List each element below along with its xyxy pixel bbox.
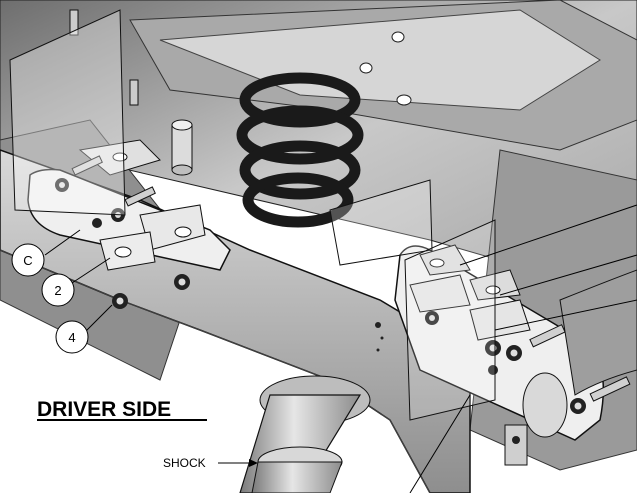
- mounting-post: [69, 9, 193, 176]
- callout-2: 2: [41, 273, 75, 307]
- left-bracket-assembly: [27, 139, 231, 309]
- leader-lines: [44, 204, 637, 493]
- shock-label: SHOCK: [163, 456, 206, 470]
- callout-c-label: C: [23, 253, 32, 268]
- exhaust-pipe: [522, 269, 637, 438]
- shock-absorber: [239, 375, 371, 493]
- callout-2-label: 2: [54, 283, 61, 298]
- reference-planes: [9, 9, 496, 421]
- shock-arrow-head: [249, 459, 258, 467]
- page-title: DRIVER SIDE: [37, 398, 171, 421]
- callout-4-label: 4: [68, 330, 75, 345]
- shock-label-group: SHOCK: [163, 456, 258, 470]
- coil-spring: [236, 72, 364, 228]
- callout-4: 4: [55, 320, 89, 354]
- callout-c: C: [11, 243, 45, 277]
